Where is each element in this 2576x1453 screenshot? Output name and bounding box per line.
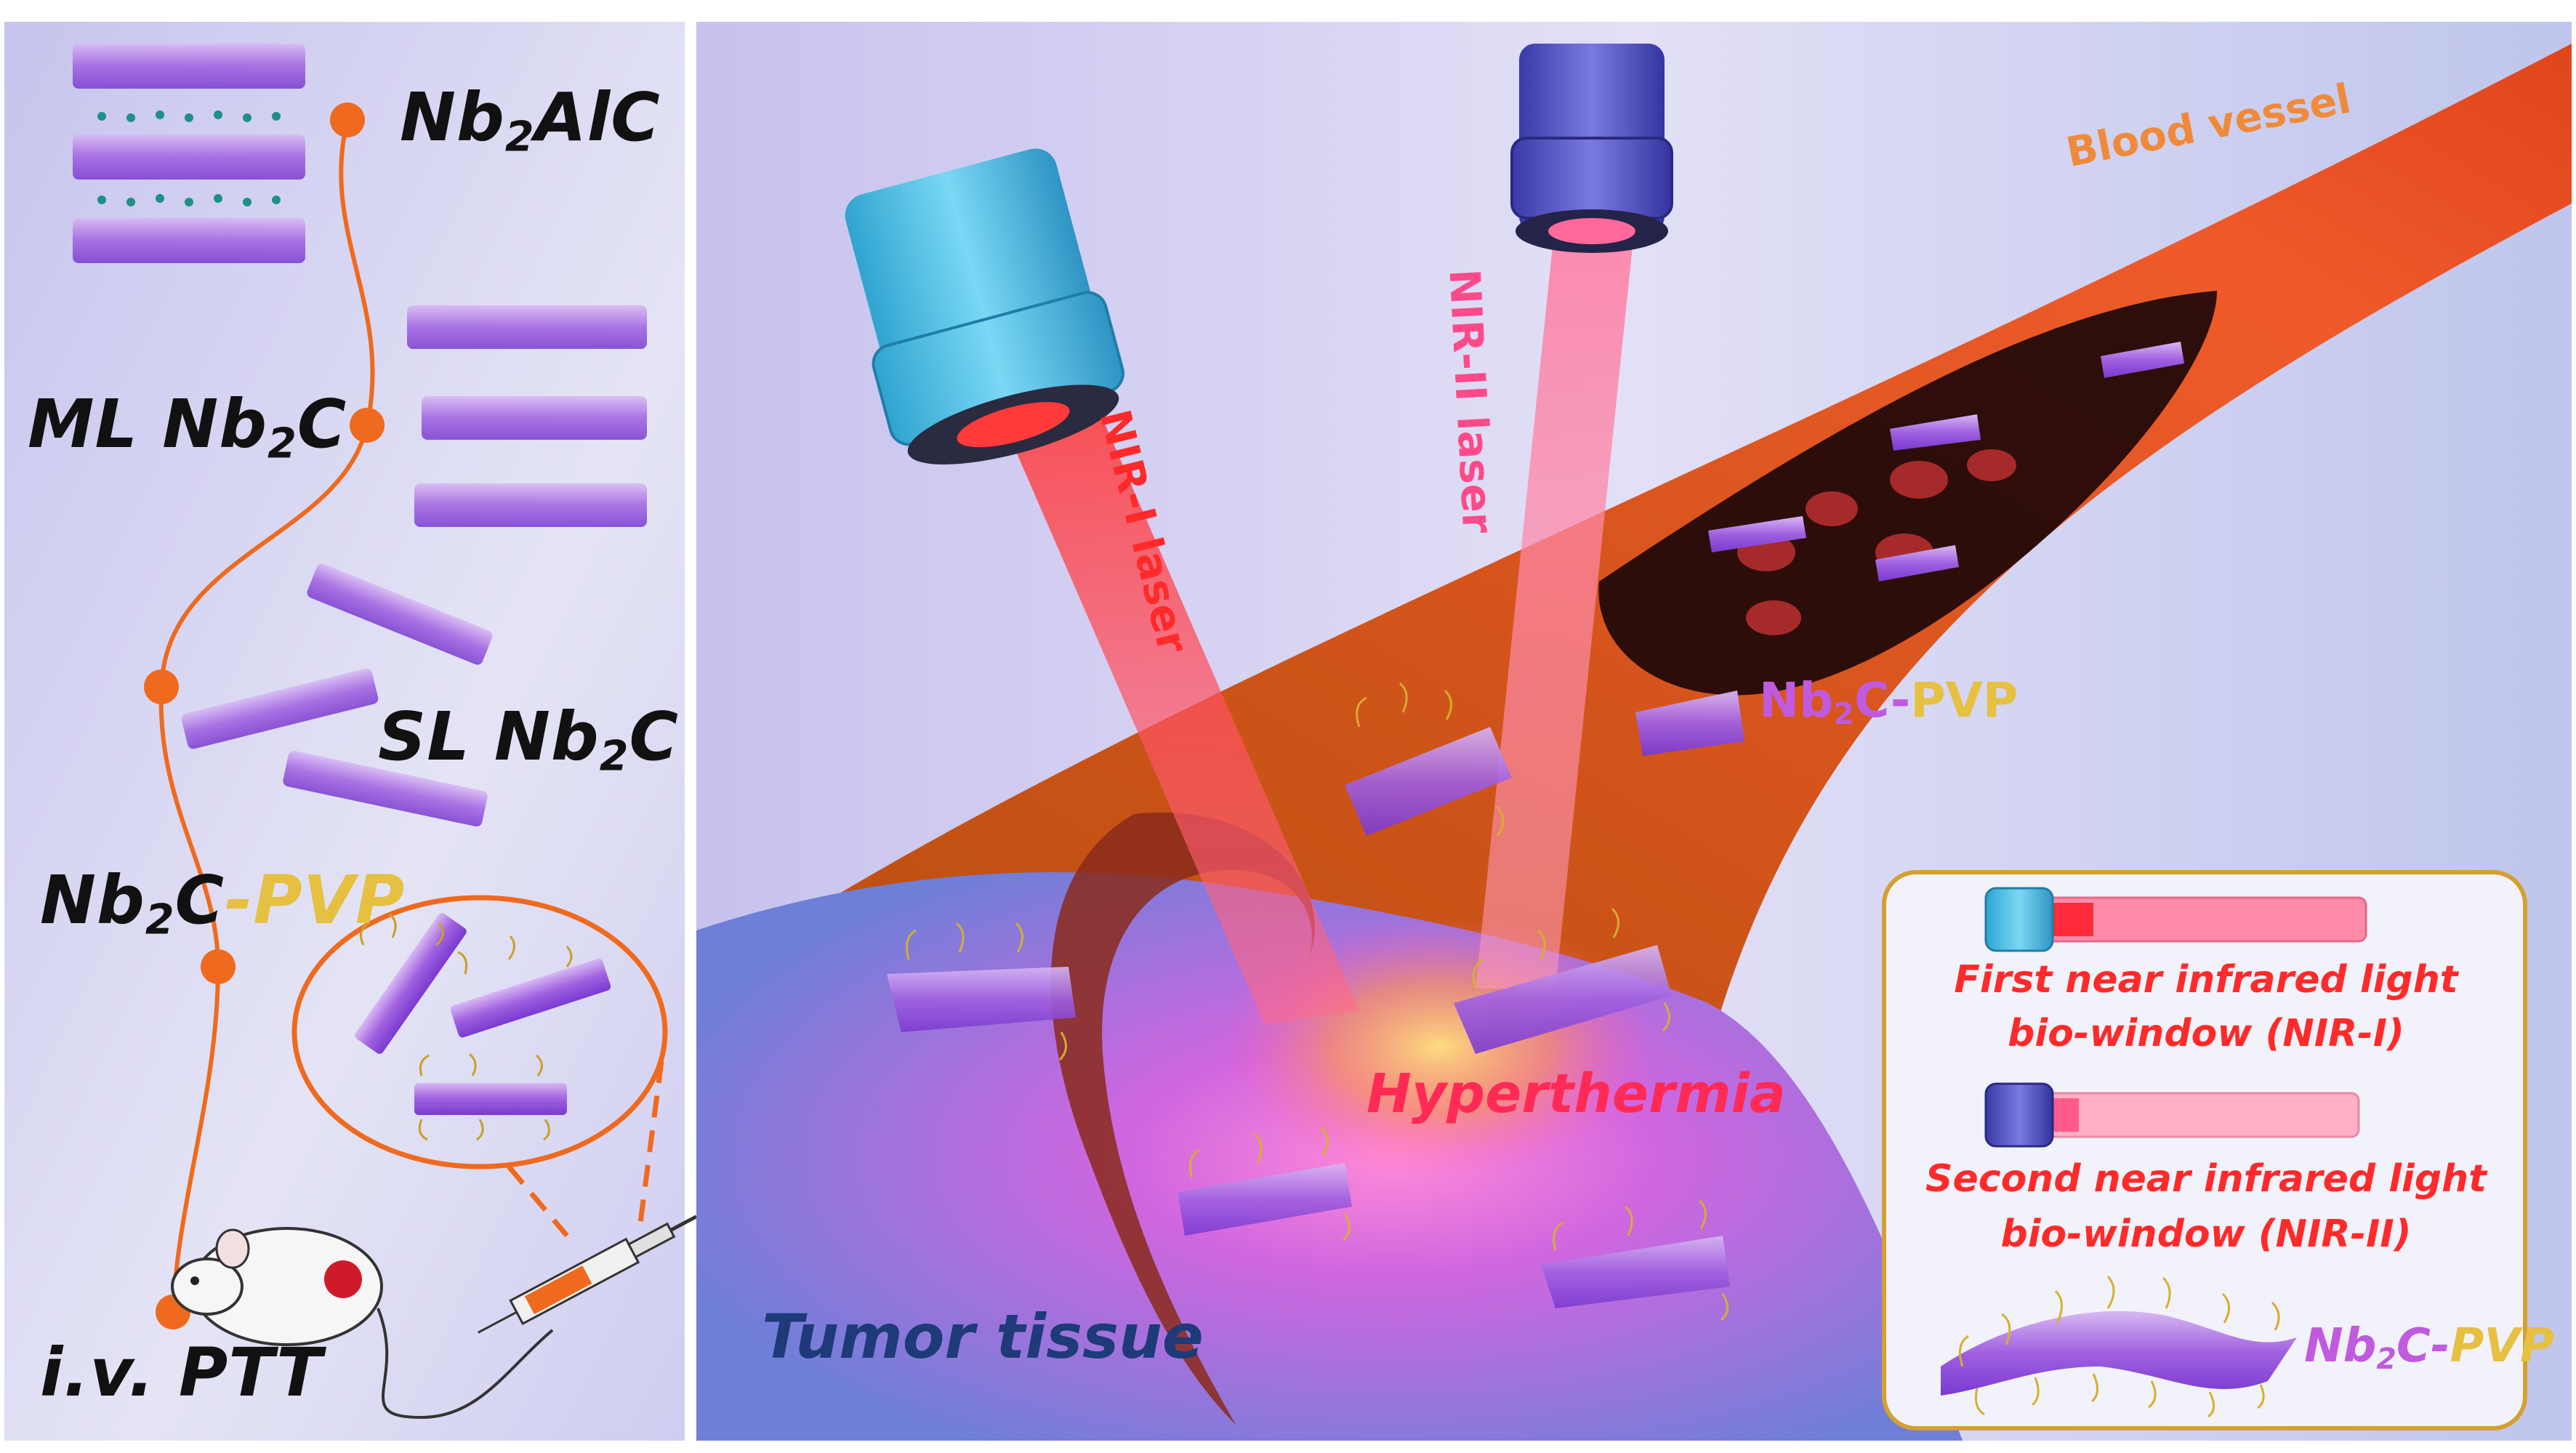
stage-label-ml-nb2c: ML Nb2C [28, 385, 347, 467]
stage-label-sub: 2 [504, 113, 535, 161]
particle-label-post: C- [1853, 672, 1911, 728]
stage-label-nb2alc: Nb2AlC [400, 79, 661, 161]
legend-pvp-pre: Nb [2304, 1319, 2377, 1373]
legend-nir1-laser-icon [1984, 887, 2367, 952]
legend-pvp-sub: 2 [2376, 1342, 2396, 1376]
legend-nb2c-pvp-label: Nb2C-PVP [2304, 1319, 2554, 1376]
zoom-connector-right [637, 1060, 664, 1229]
stage-label-post: C [629, 698, 679, 776]
stage-label-post: C [297, 385, 347, 463]
zoom-connector-left [507, 1164, 569, 1238]
stage-label-post: C [174, 861, 225, 939]
stage-label-pre: ML Nb [28, 385, 268, 463]
tumor-tissue-label: Tumor tissue [762, 1301, 1204, 1372]
particle-label-sub: 2 [1833, 696, 1854, 732]
stage-label-pre: i.v. PTT [40, 1334, 323, 1412]
stage-label-sl-nb2c: SL Nb2C [378, 698, 679, 780]
stage-label-pre: SL Nb [378, 698, 600, 776]
stage-label-sub: 2 [599, 732, 629, 781]
stage-label-accent: -PVP [225, 861, 406, 939]
legend-pvp-post: C- [2396, 1319, 2450, 1373]
zoom-nanosheets [355, 913, 611, 1141]
syringe-icon [478, 1215, 698, 1334]
stage-label-pre: Nb [40, 861, 145, 939]
legend-box [1882, 870, 2527, 1430]
legend-nanosheet-icon [1941, 1276, 2297, 1418]
stage-label-iv-ptt: i.v. PTT [40, 1334, 323, 1412]
legend-nir1-line2: bio-window (NIR-I) [2008, 1012, 2404, 1055]
process-nodes [144, 102, 385, 1329]
legend-nir2-laser-icon [1984, 1082, 2360, 1148]
particle-label-pre: Nb [1759, 672, 1834, 728]
stage-label-pre: Nb [400, 79, 505, 156]
nir1-beam [1003, 407, 1359, 1025]
stage-label-post: AlC [534, 79, 661, 156]
legend-pvp-accent: PVP [2450, 1319, 2554, 1373]
stage-label-nb2c-pvp: Nb2C-PVP [40, 861, 405, 943]
stage-label-sub: 2 [145, 895, 175, 944]
sl-nb2c-flakes [181, 563, 493, 827]
ml-nb2c-layers [407, 305, 647, 527]
nir1-laser-head [845, 148, 1124, 464]
scene-nanosheets [887, 342, 2184, 1321]
zoom-circle [291, 895, 668, 1170]
nir2-laser-head [1510, 44, 1673, 253]
legend-nir2-line1: Second near infrared light [1925, 1157, 2487, 1201]
nir2-beam [1476, 218, 1635, 989]
hyperthermia-label: Hyperthermia [1367, 1063, 1786, 1125]
legend-nir2-line2: bio-window (NIR-II) [2000, 1212, 2412, 1256]
mouse-icon [171, 1227, 554, 1420]
nb2c-pvp-scene-label: Nb2C-PVP [1759, 672, 2018, 731]
nb2alc-layers [73, 44, 305, 263]
particle-label-accent: PVP [1910, 672, 2018, 728]
stage-label-sub: 2 [267, 419, 297, 468]
legend-nir1-line1: First near infrared light [1954, 958, 2458, 1002]
